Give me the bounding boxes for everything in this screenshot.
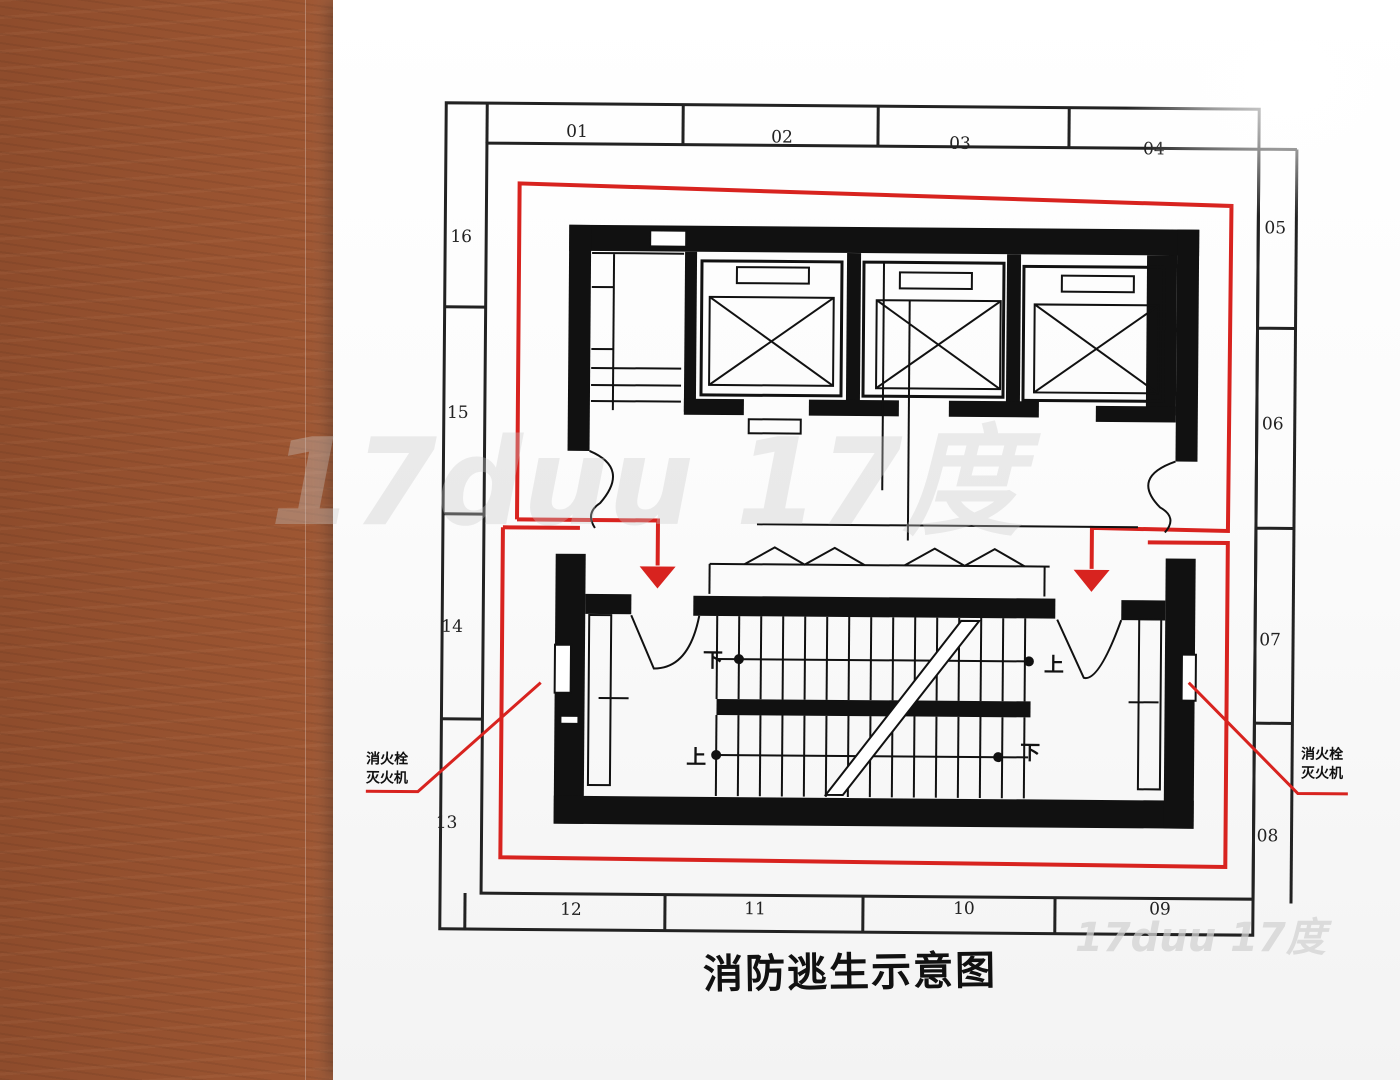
stair-dot-4 [993, 752, 1004, 763]
room-15-label: 15 [447, 403, 469, 423]
stair-enclosure [553, 553, 1196, 829]
stair-break-line [823, 619, 982, 796]
stair-dot-1 [733, 654, 744, 665]
room-13-label: 13 [436, 813, 458, 833]
evacuation-arrow-left [639, 566, 676, 589]
lobby-doors [589, 450, 1176, 597]
elevator-car-3 [1021, 264, 1166, 403]
leader-line-right [1187, 681, 1348, 796]
stair-label-up-left: 上 [686, 745, 706, 769]
elevator-car-1 [699, 259, 844, 435]
equipment-label-left-line2: 灭火机 [365, 769, 408, 786]
room-16-label: 16 [450, 227, 472, 247]
room-01-label: 01 [566, 122, 588, 142]
stair-treads [714, 615, 1029, 799]
room-10-label: 10 [953, 899, 975, 919]
equipment-label-left-line1: 消火栓 [366, 750, 408, 767]
extinguisher-left [559, 714, 580, 725]
room-02-label: 02 [771, 127, 793, 147]
room-03-label: 03 [949, 134, 971, 154]
hydrant-box-left [553, 643, 573, 694]
room-ring [438, 101, 1299, 937]
elevator-car-2 [861, 260, 1006, 541]
stair-dot-3 [711, 749, 722, 760]
evacuation-arrow-right [1073, 569, 1110, 592]
room-11-label: 11 [744, 899, 766, 919]
stair-dot-2 [1023, 656, 1034, 667]
elevator-core [567, 224, 1200, 462]
equipment-label-right-line1: 消火栓 [1301, 746, 1343, 763]
room-04-label: 04 [1143, 139, 1165, 159]
stair-label-down-right: 下 [1020, 740, 1040, 764]
room-05-label: 05 [1264, 218, 1286, 238]
diagram-caption: 消防逃生示意图 [702, 947, 998, 999]
stair-label-down-left: 下 [703, 648, 723, 672]
room-06-label: 06 [1262, 414, 1284, 434]
hydrant-box-right [1180, 653, 1197, 702]
room-08-label: 08 [1257, 826, 1279, 846]
room-14-label: 14 [441, 617, 463, 637]
upper-stair [590, 251, 685, 411]
room-07-label: 07 [1259, 630, 1281, 650]
equipment-label-right-line2: 灭火机 [1300, 765, 1343, 782]
leader-line-left [365, 681, 542, 794]
room-09-label: 09 [1149, 899, 1171, 919]
evacuation-route [498, 181, 1234, 869]
room-12-label: 12 [560, 900, 582, 920]
stair-label-up-right: 上 [1044, 653, 1064, 677]
stair-doors [586, 613, 1163, 791]
